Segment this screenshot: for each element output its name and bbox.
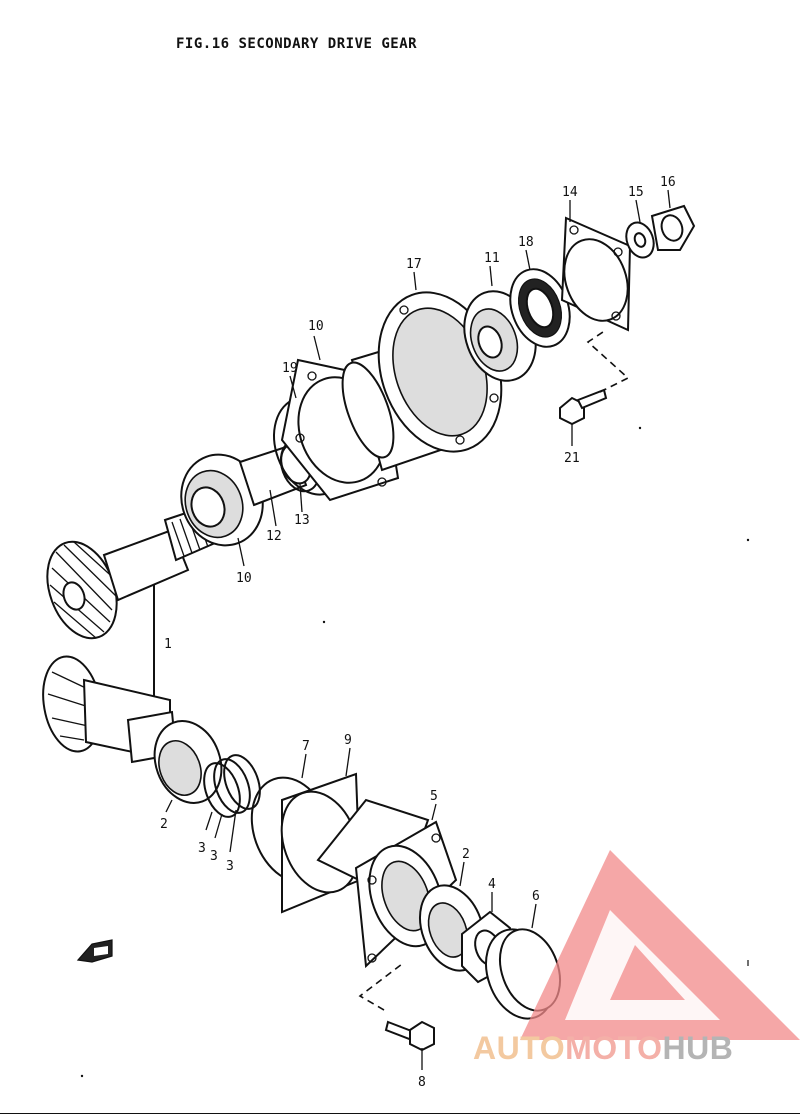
watermark-text: AUTOMOTOHUB bbox=[473, 1030, 733, 1067]
callout-10-upper: 10 bbox=[308, 319, 324, 334]
front-arrow-icon bbox=[76, 939, 113, 963]
leader-lines bbox=[165, 189, 671, 1070]
watermark-moto: MOTO bbox=[565, 1030, 663, 1066]
callout-16: 16 bbox=[660, 175, 676, 190]
drive-bevel-gear bbox=[46, 503, 224, 640]
callout-11: 11 bbox=[484, 251, 500, 266]
watermark-logo-icon bbox=[520, 850, 800, 1040]
bolt-8 bbox=[358, 963, 435, 1052]
callout-10-lower: 10 bbox=[236, 571, 252, 586]
callout-2-right: 2 bbox=[462, 847, 470, 862]
callout-3-a: 3 bbox=[198, 841, 206, 856]
callout-13: 13 bbox=[294, 513, 310, 528]
bolt-21 bbox=[559, 329, 630, 426]
callout-18: 18 bbox=[518, 235, 534, 250]
callout-17: 17 bbox=[406, 257, 422, 272]
callout-19: 19 bbox=[282, 361, 298, 376]
bearing-housing-5 bbox=[316, 798, 458, 969]
callout-3-c: 3 bbox=[226, 859, 234, 874]
callout-14: 14 bbox=[562, 185, 578, 200]
bearing-2-lower-left bbox=[153, 720, 223, 804]
callout-4: 4 bbox=[488, 877, 496, 892]
callout-7: 7 bbox=[302, 739, 310, 754]
callout-1: 1 bbox=[164, 637, 172, 652]
callout-15: 15 bbox=[628, 185, 644, 200]
watermark-auto: AUTO bbox=[473, 1030, 566, 1066]
callout-21: 21 bbox=[564, 451, 580, 466]
callout-12: 12 bbox=[266, 529, 282, 544]
callout-8: 8 bbox=[418, 1075, 426, 1090]
callout-9: 9 bbox=[344, 733, 352, 748]
nut-16 bbox=[650, 204, 696, 251]
figure-title: FIG.16 SECONDARY DRIVE GEAR bbox=[176, 36, 418, 52]
callout-3-b: 3 bbox=[210, 849, 218, 864]
callout-6: 6 bbox=[532, 889, 540, 904]
flange-14 bbox=[560, 216, 632, 332]
watermark-hub: HUB bbox=[662, 1030, 734, 1066]
washer-15 bbox=[625, 221, 655, 259]
oil-seal-18 bbox=[509, 268, 571, 348]
callout-2-left: 2 bbox=[160, 817, 168, 832]
callout-5: 5 bbox=[430, 789, 438, 804]
